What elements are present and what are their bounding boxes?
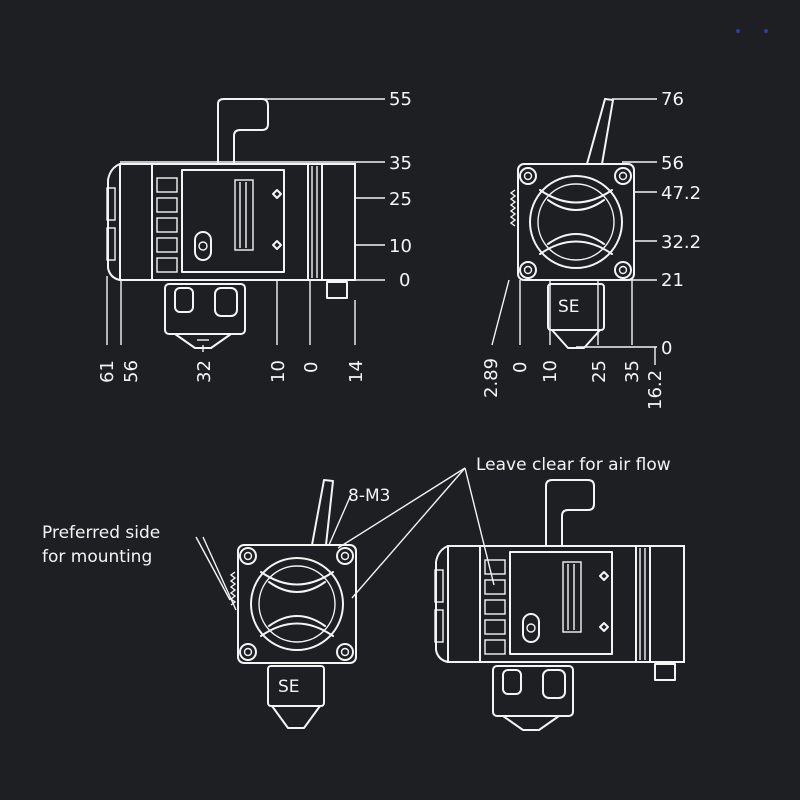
air-flow-callout: Leave clear for air flow bbox=[476, 455, 671, 475]
dim-label: 21 bbox=[661, 270, 684, 291]
mounting-callout-line1: Preferred side bbox=[42, 523, 160, 543]
logo-mark: SE bbox=[278, 677, 300, 697]
front-view: SE bbox=[491, 98, 657, 365]
dim-label: 16.2 bbox=[645, 370, 666, 410]
dim-label: 47.2 bbox=[661, 183, 701, 204]
dim-label: 35 bbox=[622, 360, 643, 383]
dim-label: 0 bbox=[661, 338, 672, 359]
dim-label: 56 bbox=[121, 360, 142, 383]
dim-label: 56 bbox=[661, 153, 684, 174]
dim-label: 25 bbox=[589, 360, 610, 383]
side-view-mounting bbox=[434, 479, 685, 731]
dim-label: 35 bbox=[389, 153, 412, 174]
fan-frame bbox=[517, 163, 635, 281]
dim-label: 14 bbox=[346, 360, 367, 383]
corner-dot bbox=[764, 29, 768, 33]
dim-label: 10 bbox=[540, 360, 561, 383]
mounting-callout-line2: for mounting bbox=[42, 547, 152, 567]
dim-label: 55 bbox=[389, 89, 412, 110]
dim-label: 0 bbox=[510, 362, 531, 373]
dim-label: 25 bbox=[389, 189, 412, 210]
dim-label: 0 bbox=[399, 270, 410, 291]
screw-callout: 8-M3 bbox=[348, 486, 390, 506]
front-view-mounting: SE bbox=[195, 479, 357, 729]
side-view-right-dimensions: 55 35 25 10 0 bbox=[389, 89, 412, 291]
dim-label: 2.89 bbox=[481, 358, 502, 398]
front-view-right-dimensions: 76 56 47.2 32.2 21 0 bbox=[661, 89, 701, 359]
side-view bbox=[106, 98, 385, 352]
corner-dot bbox=[736, 29, 740, 33]
dim-label: 10 bbox=[268, 360, 289, 383]
side-view-bottom-dimensions: 61 56 32 10 0 14 bbox=[97, 360, 367, 383]
dim-label: 32 bbox=[194, 360, 215, 383]
dim-label: 0 bbox=[301, 362, 322, 373]
dim-label: 10 bbox=[389, 236, 412, 257]
dim-label: 32.2 bbox=[661, 232, 701, 253]
air-flow-leaders bbox=[337, 467, 495, 599]
logo-mark: SE bbox=[558, 297, 580, 317]
dim-label: 61 bbox=[97, 360, 118, 383]
dim-label: 76 bbox=[661, 89, 684, 110]
front-view-bottom-dimensions: 2.89 0 10 25 35 16.2 bbox=[481, 358, 666, 410]
